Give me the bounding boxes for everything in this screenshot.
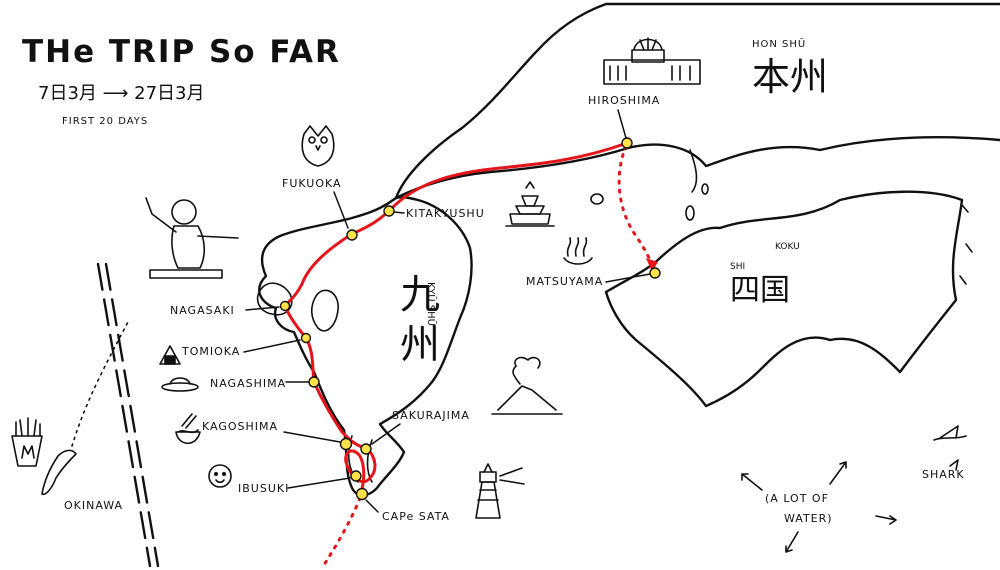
shikoku-kanji: 四国 — [730, 273, 790, 308]
leader-fukuoka — [333, 191, 349, 229]
shark-fin-icon — [933, 425, 967, 441]
label-fukuoka: FUKUOKA — [282, 177, 342, 190]
ufo-icon — [161, 377, 199, 392]
route-south-to-okinawa — [320, 496, 362, 570]
honshu-kanji: 本州 — [752, 55, 828, 99]
kyushu-coastline — [258, 195, 473, 497]
label-kagoshima: KAGOSHIMA — [202, 420, 278, 433]
atomic-dome-icon — [603, 37, 701, 85]
leader-kagoshima — [283, 431, 341, 443]
sea-note-line-1: (A LOT OF — [765, 492, 829, 505]
route-arrowhead — [646, 258, 658, 272]
label-kitakyushu: KITAKYUSHU — [406, 207, 485, 220]
onigiri-icon — [159, 345, 181, 365]
arrow-sw-icon — [785, 531, 799, 553]
leader-hiroshima — [617, 109, 627, 139]
label-hiroshima: HIROSHIMA — [588, 94, 660, 107]
stop-ibusuki — [350, 470, 362, 482]
stop-fukuoka — [346, 229, 358, 241]
honshu-coastline — [394, 2, 1000, 200]
honshu-romaji: HON SHŪ — [752, 37, 806, 50]
trip-subtitle: FIRST 20 DAYS — [62, 116, 148, 127]
statue-icon — [145, 197, 239, 279]
label-matsuyama: MATSUYAMA — [526, 275, 603, 288]
stop-nagasaki — [279, 300, 291, 312]
stop-kagoshima — [339, 437, 353, 451]
kyushu-kanji-2: 州 — [400, 322, 440, 368]
stop-matsuyama — [649, 267, 661, 279]
owl-icon — [301, 125, 335, 167]
arrow-nw-icon — [741, 473, 763, 491]
honshu-south-coast — [394, 136, 1000, 200]
stop-hiroshima — [621, 137, 633, 149]
leader-sakurajima — [371, 423, 401, 445]
trip-dates: 7日3月 ⟶ 27日3月 — [38, 83, 205, 104]
label-cape-sata: CAPe SATA — [382, 510, 450, 523]
leader-tomioka — [243, 339, 301, 353]
route-to-matsuyama — [617, 144, 656, 272]
label-nagasaki: NAGASAKI — [170, 304, 235, 317]
lighthouse-icon — [475, 463, 525, 519]
ramen-icon — [175, 413, 201, 445]
inland-sea-islet — [590, 193, 604, 205]
kyushu-romaji: KYŪ SHŪ — [425, 282, 438, 326]
volcano-icon — [491, 356, 563, 415]
kyushu-kanji-1: 九 — [400, 272, 440, 318]
arrow-e-icon — [875, 515, 897, 525]
label-tomioka: TOMIOKA — [181, 345, 240, 358]
leader-matsuyama — [605, 273, 651, 283]
arrow-shark-icon — [949, 459, 959, 471]
shikoku-romaji-right: KOKU — [775, 242, 800, 252]
stop-tomioka — [300, 332, 312, 344]
castle-icon — [505, 181, 555, 227]
honshu-inlet — [689, 149, 698, 193]
hot-spring-icon — [563, 237, 593, 265]
stop-sakurajima — [360, 443, 372, 455]
leader-kitakyushu — [393, 211, 405, 214]
label-shark: SHARK — [922, 468, 965, 481]
leader-nagasaki — [245, 306, 280, 311]
leader-cape-sata — [365, 499, 379, 513]
label-okinawa: OKINAWA — [64, 499, 123, 512]
inset-divider-lines — [96, 262, 160, 568]
label-sakurajima: SAKURAJIMA — [392, 409, 470, 422]
inland-sea-islet — [701, 183, 709, 195]
sun-face-icon — [208, 464, 232, 488]
map-title: THe TRIP So FAR — [22, 34, 341, 70]
okinawa-island — [41, 449, 77, 496]
stop-kitakyushu — [383, 205, 395, 217]
label-ibusuki: IBUSUKI — [238, 482, 289, 495]
shimabara-peninsula — [310, 289, 339, 332]
label-nagashima: NAGASHIMA — [210, 377, 286, 390]
stop-cape-sata — [355, 487, 369, 501]
inland-sea-islet — [685, 205, 695, 221]
arrow-ne-icon — [829, 461, 847, 485]
leader-ibusuki — [287, 477, 351, 489]
shikoku-romaji-left: SHI — [730, 262, 745, 272]
fries-icon — [11, 417, 43, 467]
okinawa-dotted-link — [71, 321, 129, 447]
sea-note-line-2: WATER) — [784, 512, 833, 525]
stop-nagashima — [308, 376, 320, 388]
sea-wave-marks — [959, 204, 973, 285]
shikoku-coastline — [604, 190, 964, 408]
